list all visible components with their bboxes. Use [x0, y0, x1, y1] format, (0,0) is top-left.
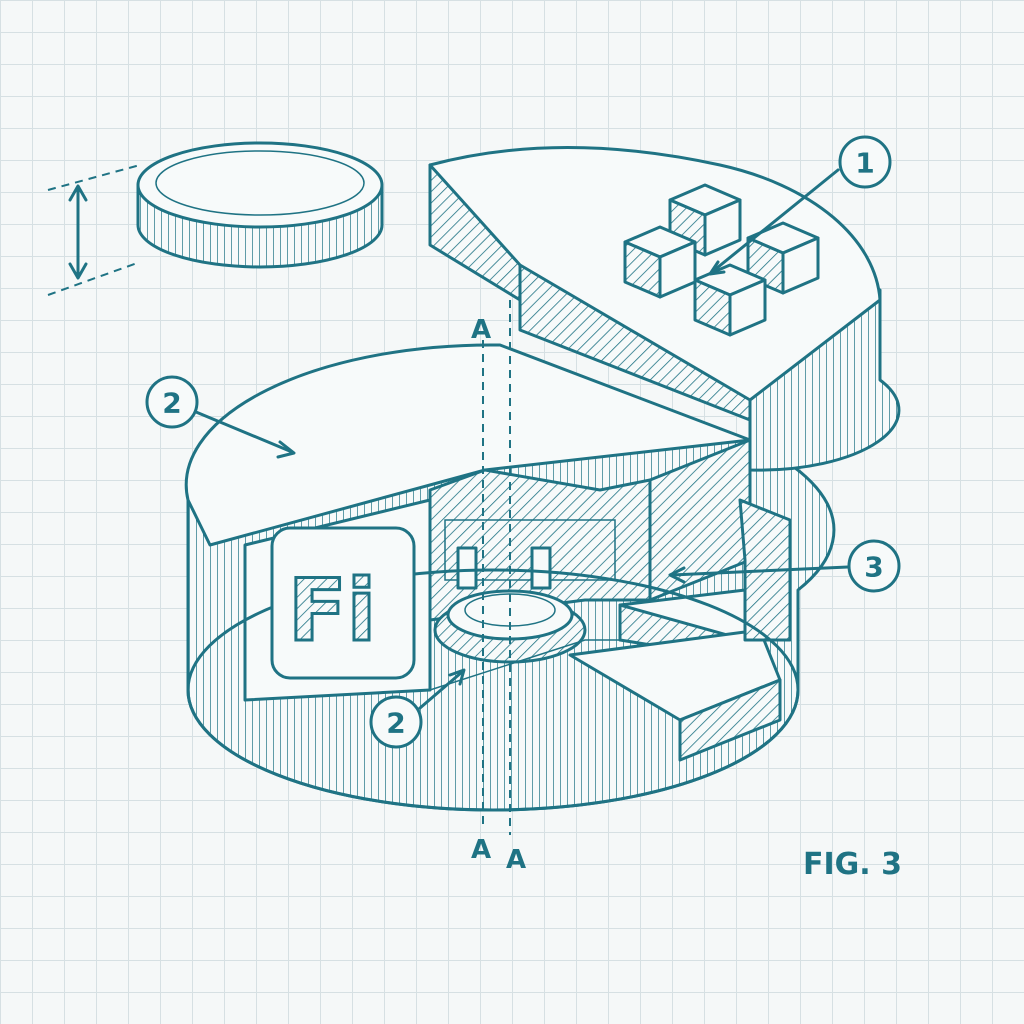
section-mark-bottom-left: A [471, 835, 491, 865]
section-mark-top: A [471, 315, 491, 345]
height-dimension [47, 164, 141, 296]
figure-label: FIG. 3 [803, 847, 902, 882]
cube-group [623, 183, 820, 337]
callout-2-pedestal: 2 [369, 668, 466, 749]
callout-3: 3 [668, 539, 901, 593]
callout-2-lid-label: 2 [162, 387, 181, 420]
callout-2-lid: 2 [145, 375, 296, 459]
section-line: A A A [471, 300, 526, 875]
logo-badge [270, 526, 416, 680]
callout-2-pedestal-label: 2 [386, 707, 405, 740]
section-mark-bottom-right: A [506, 845, 526, 875]
lifted-lid [428, 146, 901, 472]
callout-1: 1 [708, 135, 892, 276]
callout-1-label: 1 [855, 147, 874, 180]
floating-disc [136, 141, 384, 269]
callout-3-label: 3 [864, 551, 883, 584]
logo-text: Fi [288, 561, 376, 661]
